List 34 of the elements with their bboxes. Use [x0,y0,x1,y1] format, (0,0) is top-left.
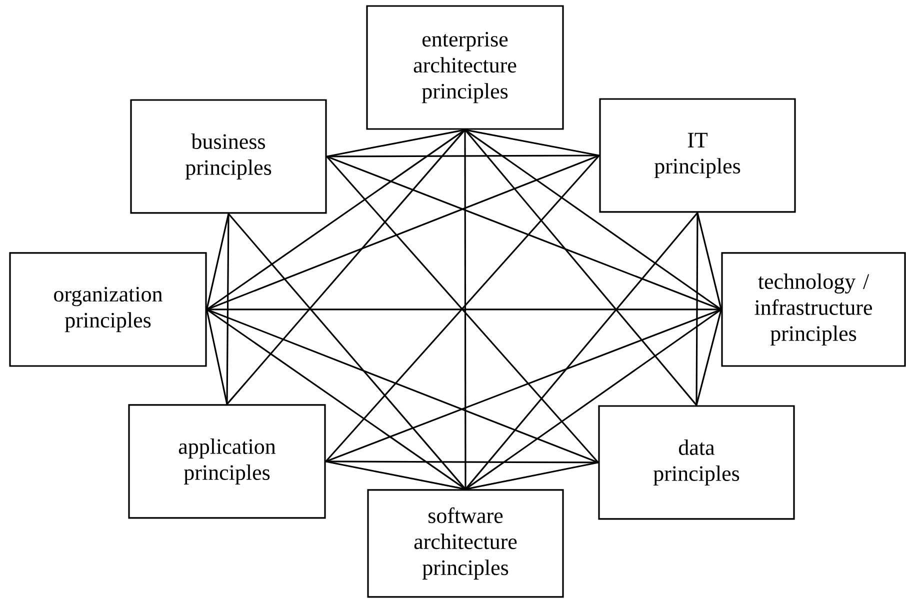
connector-line [326,460,466,490]
connector-line [465,308,722,490]
principle-box: software architecture principles [367,489,564,598]
connector-line [326,154,600,158]
principle-box: IT principles [599,98,796,213]
connector-line [206,308,466,490]
principle-box: organization principles [9,252,207,367]
connector-line [206,308,722,310]
principle-box: data principles [598,405,795,520]
connector-line [696,212,722,310]
connector-line [206,154,600,310]
connector-line [464,129,698,406]
connector-line [326,129,466,158]
connector-line [226,214,230,404]
principle-box: technology / infrastructure principles [721,252,906,367]
connector-line [206,309,228,404]
connector-line [206,214,230,310]
connector-line [465,462,598,490]
principle-box: business principles [130,99,327,214]
connector-line [326,156,722,310]
connector-line [228,213,466,490]
connector-line [326,308,722,462]
connector-line [226,129,466,405]
principle-box: enterprise architecture principles [366,5,564,130]
connector-line [464,130,466,490]
connector-line [464,129,600,156]
connector-line [696,309,722,406]
principle-box: application principles [128,404,326,519]
connector-line [326,460,598,464]
connector-line [464,212,698,490]
connector-line [464,129,722,310]
connector-line [206,129,466,310]
connector-line [696,212,698,406]
connector-line [206,308,598,464]
